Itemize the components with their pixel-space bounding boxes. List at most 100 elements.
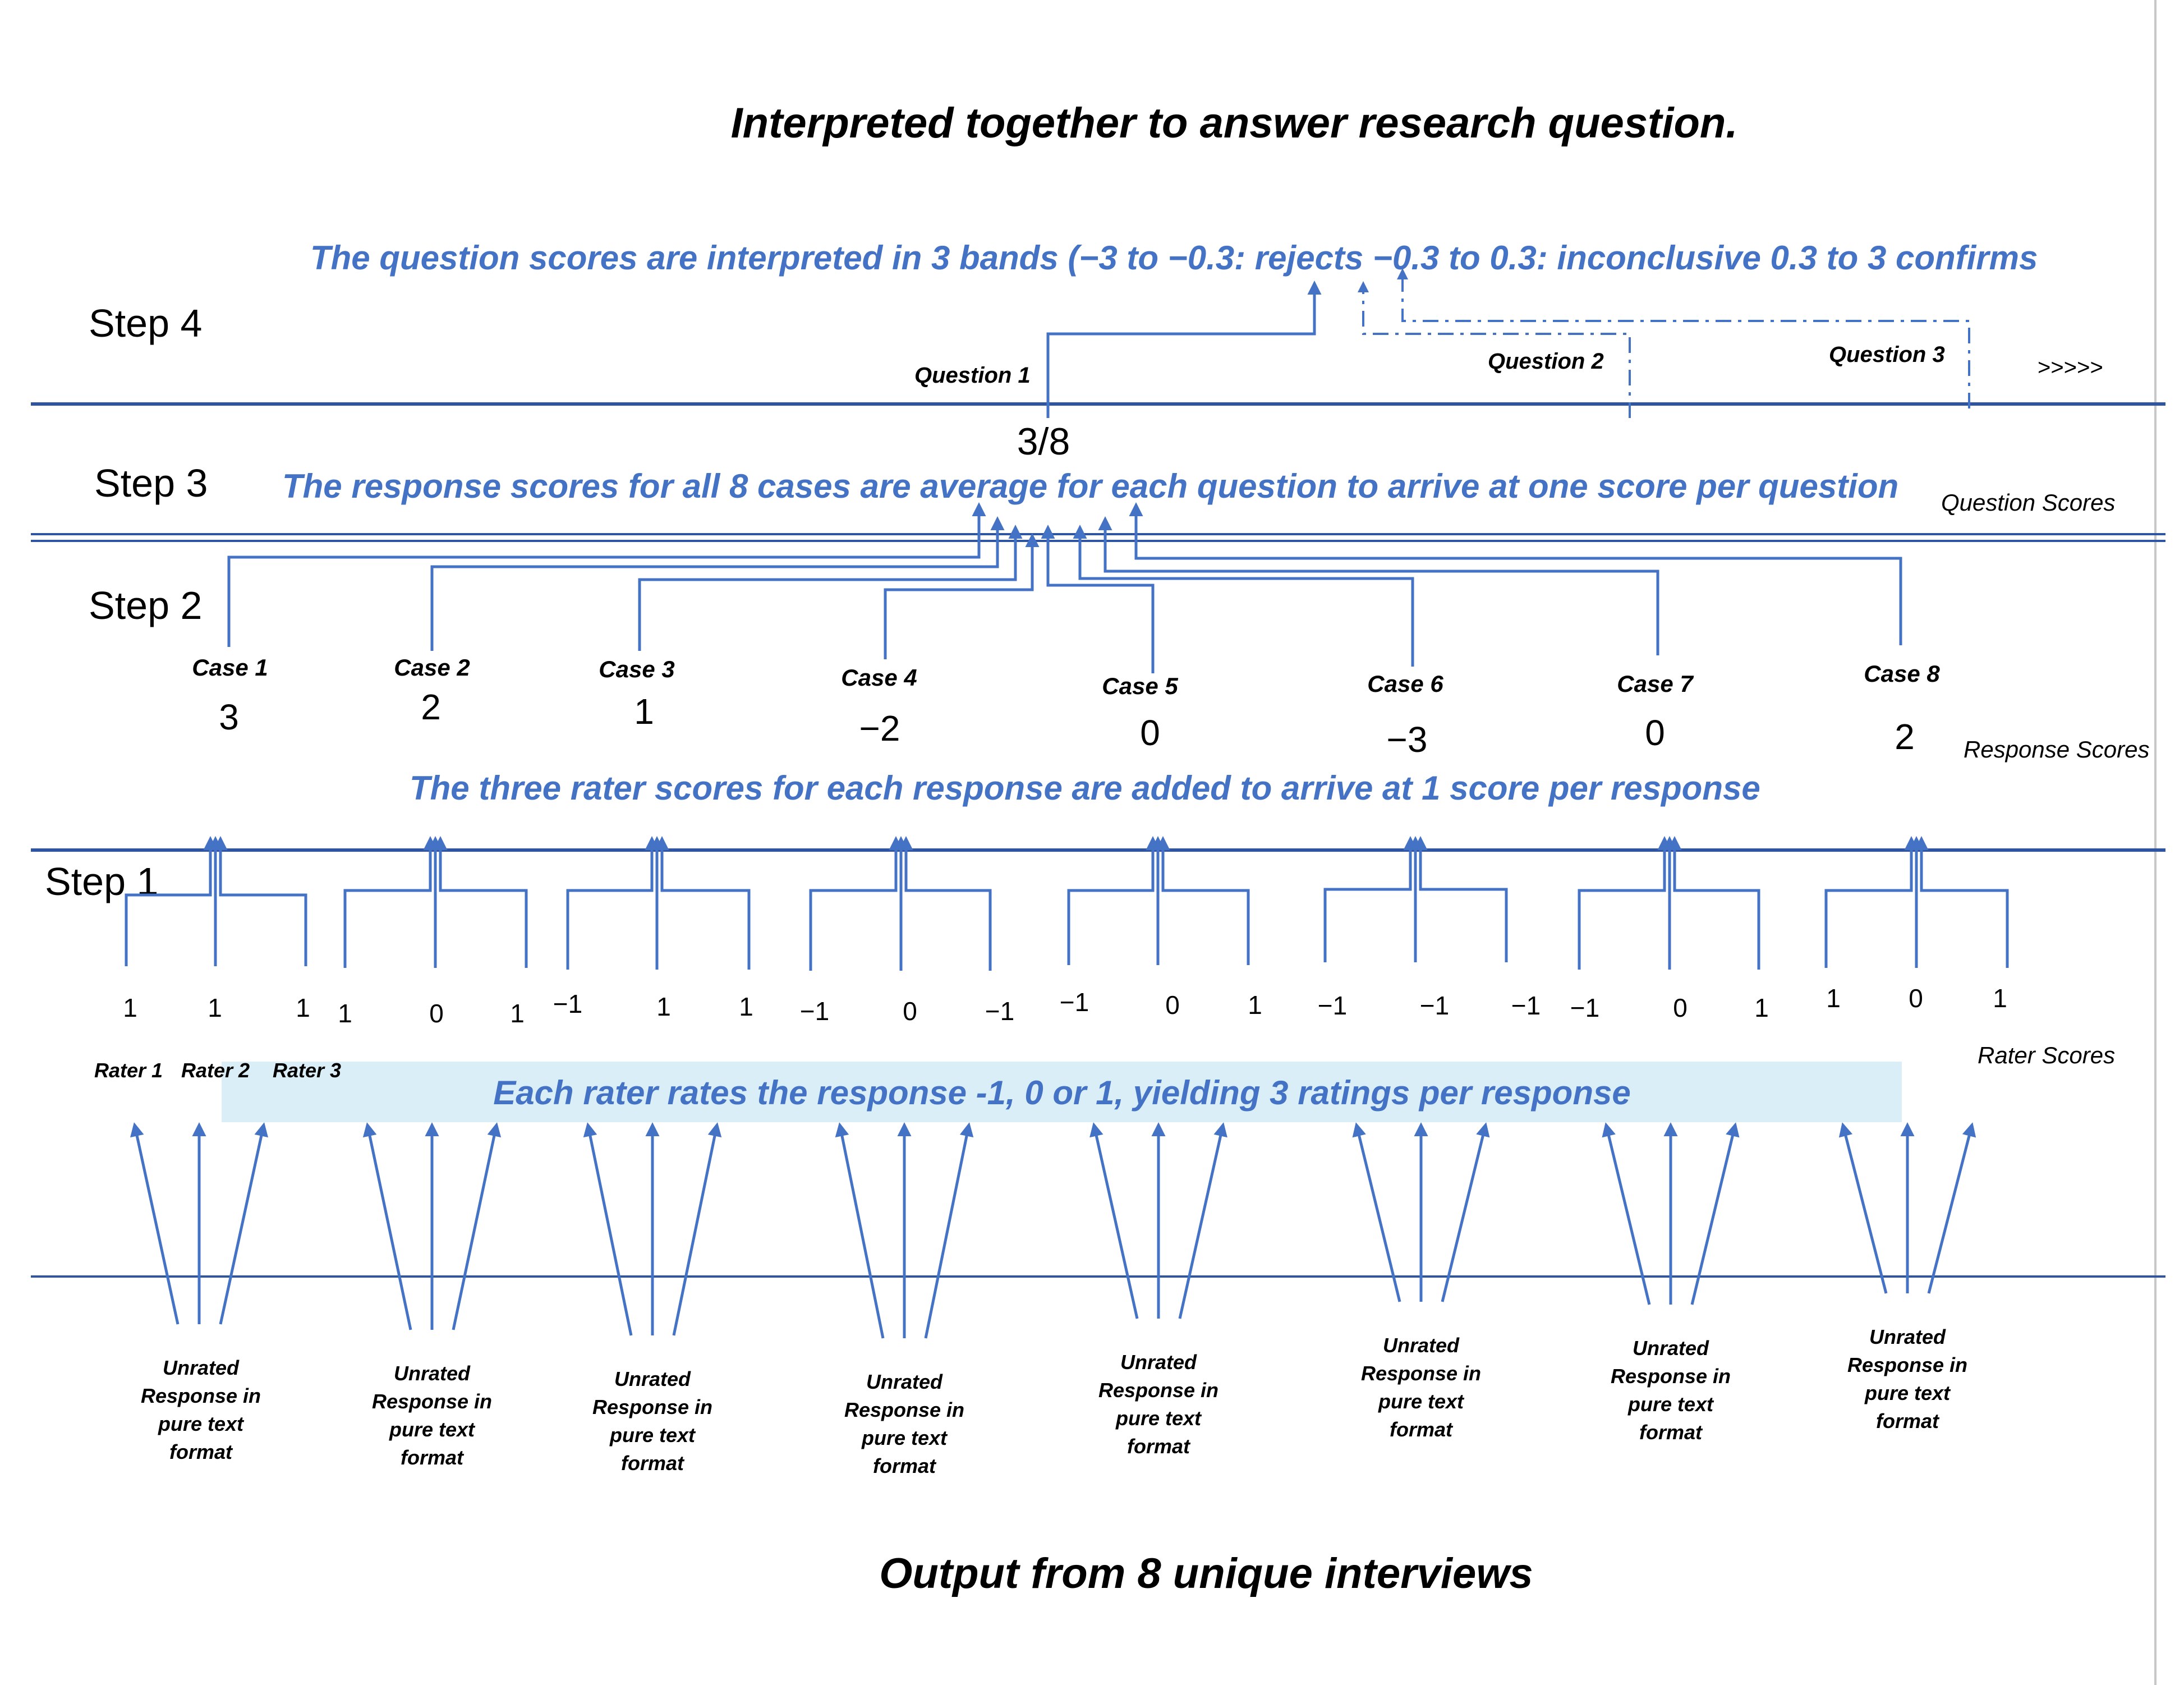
rater-3-connector (1914, 836, 2009, 968)
rater-1-connector (1323, 836, 1418, 962)
rater-3-rating: 1 (739, 992, 753, 1021)
rater-1-rating: 1 (338, 999, 352, 1028)
rater-3-rating: 1 (1754, 993, 1769, 1022)
question-scores-label: Question Scores (1941, 489, 2116, 516)
case-8: Case 8 2 (1864, 660, 1940, 757)
question-3-label: Question 3 (1829, 342, 1945, 367)
case-1-connector (227, 502, 986, 647)
step-3-label: Step 3 (94, 461, 208, 505)
unrated-response-line: format (1127, 1435, 1191, 1458)
rater-3-connector (1667, 836, 1760, 970)
rater-2-rating: 0 (1909, 984, 1923, 1013)
rater-3-connector (1413, 836, 1508, 962)
rater-3-rating: −1 (1511, 991, 1541, 1020)
case-2-label: Case 2 (394, 654, 470, 681)
rater-2-rating: −1 (1420, 991, 1449, 1020)
response-4-rater-arrows (835, 1122, 974, 1339)
response-3-rater-arrows (583, 1122, 722, 1336)
rater-1-rating: 1 (1826, 984, 1841, 1013)
rater-3-connector (433, 836, 528, 968)
case-6-connector (1073, 525, 1414, 667)
case-1-label: Case 1 (192, 654, 268, 681)
case-6: Case 6 −3 (1367, 671, 1443, 760)
diagram-footer: Output from 8 unique interviews (879, 1550, 1533, 1597)
question-2-connector (1358, 281, 1631, 418)
rater-1-rating: 1 (123, 993, 137, 1022)
response-5-rater-arrows (1089, 1122, 1227, 1319)
case-1-response-score: 3 (219, 697, 239, 737)
unrated-response-line: Unrated (394, 1362, 471, 1385)
response-7-rater-arrows (1602, 1122, 1740, 1305)
case-7: Case 7 0 (1617, 671, 1694, 753)
arrow-to-rater-1 (583, 1122, 633, 1336)
rater-1-rating: −1 (800, 997, 829, 1026)
case-8-label: Case 8 (1864, 660, 1940, 687)
arrow-to-rater-1 (835, 1122, 885, 1339)
case-4-response-score: −2 (859, 708, 900, 749)
case-2-connector (430, 516, 1005, 651)
rater-1-connector (343, 836, 438, 968)
rater-3-rating: 1 (510, 999, 525, 1028)
question-1-connector (1046, 281, 1322, 418)
rater-scores-label: Rater Scores (1978, 1042, 2115, 1068)
rater-3-rating: −1 (985, 997, 1014, 1026)
rater-1-rating: −1 (1060, 988, 1089, 1017)
unrated-response-line: Unrated (1120, 1351, 1197, 1374)
unrated-response-line: format (1390, 1418, 1454, 1441)
case-3-response-score: 1 (634, 691, 654, 732)
unrated-response-line: Unrated (614, 1367, 691, 1390)
rater-1-connector (1067, 836, 1160, 965)
unrated-response-line: Response in (141, 1384, 261, 1407)
rater-3-label: Rater 3 (273, 1059, 341, 1082)
arrow-to-rater-1 (362, 1122, 412, 1330)
unrated-response-line: pure text (609, 1424, 696, 1447)
rater-3-connector (213, 836, 307, 966)
case-6-response-score: −3 (1387, 719, 1428, 760)
rater-2-rating: 0 (429, 999, 444, 1028)
rater-2-rating: 1 (656, 992, 671, 1021)
arrow-to-rater-3 (672, 1122, 722, 1336)
unrated-response-line: format (873, 1454, 937, 1477)
arrow-to-rater-3 (1690, 1122, 1740, 1305)
step2-summing-text: The three rater scores for each response… (410, 769, 1760, 807)
step1-rating-text: Each rater rates the response -1, 0 or 1… (493, 1074, 1630, 1112)
question-3-connector (1397, 268, 1970, 408)
arrow-to-rater-1 (130, 1122, 180, 1325)
rater-3-rating: 1 (1248, 990, 1262, 1020)
unrated-response-line: pure text (158, 1412, 245, 1435)
rater-1-connector (566, 836, 659, 970)
rating-instruction-highlight (222, 1062, 1902, 1122)
response-1-rater-arrows (130, 1122, 268, 1325)
unrated-response-line: Unrated (866, 1370, 943, 1393)
case-4: Case 4 −2 (841, 664, 917, 749)
unrated-response-line: Response in (1361, 1362, 1481, 1385)
unrated-response-line: format (1876, 1409, 1940, 1433)
arrow-to-rater-3 (1441, 1122, 1490, 1302)
case-5-response-score: 0 (1140, 713, 1160, 753)
arrow-to-rater-1 (1838, 1122, 1888, 1294)
unrated-response-line: Response in (844, 1398, 964, 1421)
rater-1-connector (809, 836, 903, 971)
case-8-connector (1129, 502, 1902, 645)
case-2-response-score: 2 (421, 687, 441, 727)
unrated-response-line: Response in (1098, 1379, 1219, 1402)
case-8-response-score: 2 (1895, 717, 1915, 757)
unrated-response-line: format (621, 1452, 685, 1475)
step-1-label: Step 1 (45, 860, 158, 903)
case-5-connector (1041, 525, 1155, 673)
case-6-label: Case 6 (1367, 671, 1443, 697)
arrow-to-rater-3 (924, 1122, 974, 1339)
rater-3-rating: 1 (296, 993, 310, 1022)
arrow-to-rater-3 (1178, 1122, 1227, 1319)
rater-1-connector (1578, 836, 1672, 970)
case-7-label: Case 7 (1617, 671, 1694, 697)
